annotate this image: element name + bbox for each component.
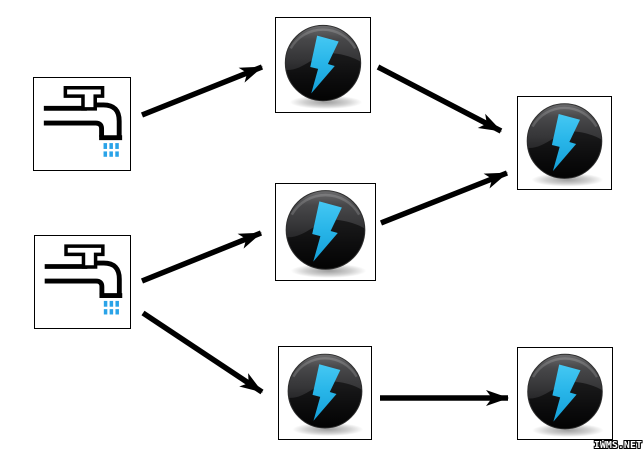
- power-node-3: [278, 346, 372, 440]
- lightning-button-icon: [276, 18, 370, 112]
- arrow-source1-power1: [140, 64, 264, 118]
- lightning-button-icon: [518, 97, 611, 189]
- source-node-2: [34, 235, 131, 329]
- faucet-icon: [35, 236, 130, 328]
- lightning-button-icon: [279, 347, 371, 439]
- power-node-4: [517, 96, 612, 190]
- arrow-source2-power2: [140, 230, 263, 284]
- lightning-button-icon: [276, 184, 375, 280]
- watermark-text: IWMS.NET: [593, 440, 642, 451]
- arrow-source2-power3: [141, 310, 264, 395]
- power-node-1: [275, 17, 371, 113]
- faucet-icon: [34, 78, 130, 170]
- arrow-power1-power4: [376, 64, 503, 134]
- power-node-2: [275, 183, 376, 281]
- arrow-power2-power4: [379, 170, 509, 226]
- power-node-5: [517, 347, 613, 440]
- lightning-button-icon: [518, 348, 612, 439]
- source-node-1: [33, 77, 131, 171]
